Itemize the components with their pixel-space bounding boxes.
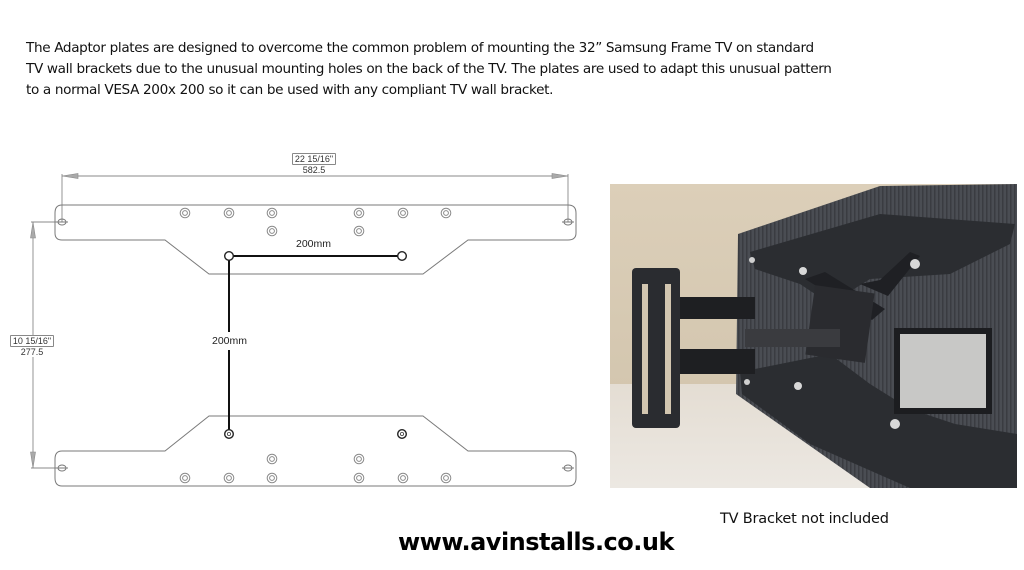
bracket-arm-upper: [680, 297, 755, 319]
product-photo: [610, 184, 1017, 488]
width-metric: 582.5: [302, 165, 326, 175]
bottom-plate-outline: [54, 415, 577, 487]
adaptor-plate-drawing: 22 15/16" 582.5 10 15/16" 277.5 200mm 20…: [0, 140, 600, 510]
width-dimension: [61, 173, 569, 222]
width-dimension-label: 22 15/16" 582.5: [284, 153, 344, 175]
website-url: www.avinstalls.co.uk: [398, 528, 674, 556]
tv-bracket-photo-illustration: [610, 184, 1017, 488]
vesa-vertical-label: 200mm: [212, 335, 248, 347]
height-metric: 277.5: [20, 347, 44, 357]
bracket-disclaimer-caption: TV Bracket not included: [720, 511, 889, 527]
height-imperial: 10 15/16": [9, 335, 55, 347]
top-plate-outline: [54, 204, 577, 275]
adaptor-plate-bottom: [740, 354, 1017, 488]
intro-line-2: TV wall brackets due to the unusual moun…: [26, 61, 832, 77]
intro-line-3: to a normal VESA 200x 200 so it can be u…: [26, 82, 554, 98]
bracket-arm-middle: [745, 329, 840, 347]
vesa-horizontal-label: 200mm: [296, 238, 332, 250]
technical-drawing-svg: [30, 173, 577, 487]
intro-text: The Adaptor plates are designed to overc…: [26, 38, 1016, 101]
bracket-arm-lower: [680, 349, 755, 374]
vesa-pattern: [223, 250, 408, 440]
bracket-wall-plate: [632, 268, 680, 428]
width-imperial: 22 15/16": [291, 153, 337, 165]
height-dimension-label: 10 15/16" 277.5: [4, 335, 60, 357]
intro-line-1: The Adaptor plates are designed to overc…: [26, 40, 814, 56]
